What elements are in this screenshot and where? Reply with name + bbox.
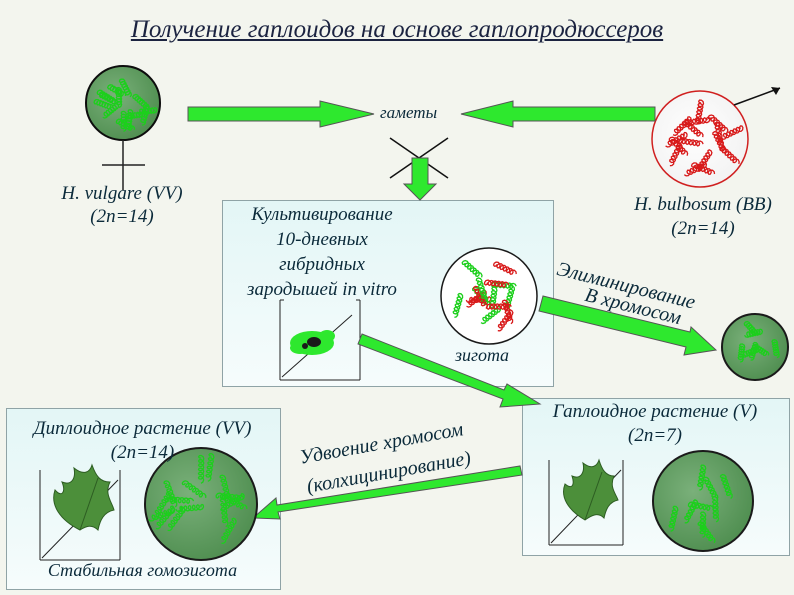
page-title: Получение гаплоидов на основе гаплопродю… xyxy=(130,16,664,43)
chromosome xyxy=(712,131,727,155)
chromosome xyxy=(737,343,746,363)
chromosome xyxy=(741,346,760,358)
cultivation-line-2: 10-дневных xyxy=(276,229,368,250)
chromosome xyxy=(720,125,744,140)
female-symbol-icon xyxy=(85,65,161,190)
haploid-small-cell xyxy=(721,313,789,381)
zygote-label: зиготa xyxy=(455,345,510,365)
chromosome xyxy=(719,146,740,165)
gamete-arrow-left xyxy=(187,100,375,128)
chromosome xyxy=(115,118,136,131)
cultivation-line-1: Культивирование xyxy=(251,204,393,225)
cultivation-line-4: зародышей in vitro xyxy=(247,279,397,300)
chromosome xyxy=(713,121,725,147)
chromosome xyxy=(744,328,764,338)
chromosome xyxy=(682,119,704,138)
chromosome xyxy=(93,98,114,110)
chromosome xyxy=(140,105,150,126)
chromosome xyxy=(672,116,692,137)
gamete-arrow-right xyxy=(460,100,656,128)
haploid-small-chromosomes xyxy=(737,320,780,363)
chromosome xyxy=(136,106,158,115)
chromosome xyxy=(665,131,688,148)
chromosome xyxy=(690,162,716,176)
chromosome xyxy=(748,341,759,361)
haploid-name: Гаплоидное растение (V) xyxy=(552,401,758,422)
diploid-chromosome-count: (2n=14) xyxy=(110,442,175,463)
chromosome xyxy=(96,89,116,103)
bulbosum-chromosome-count: (2n=14) xyxy=(671,218,735,239)
vulgare-chromosomes xyxy=(93,78,158,132)
vulgare-name: H. vulgare (VV) xyxy=(61,183,183,204)
chromosome xyxy=(743,320,759,336)
stable-homozygote-label: Стабильная гомозигота xyxy=(47,560,238,580)
chromosome xyxy=(115,86,123,109)
diploid-name: Диплоидное растение (VV) xyxy=(33,418,252,439)
male-symbol-icon xyxy=(651,87,781,188)
gametes-label: гаметы xyxy=(380,103,438,122)
bulbosum-chromosomes xyxy=(665,99,744,177)
chromosome xyxy=(669,142,683,167)
chromosome xyxy=(120,110,128,132)
chromosome xyxy=(751,343,770,357)
bulbosum-name: H. bulbosum (BB) xyxy=(634,194,772,215)
chromosome xyxy=(694,99,705,125)
chromosome xyxy=(118,78,132,98)
chromosome xyxy=(124,110,146,120)
chromosome xyxy=(125,109,134,131)
chromosome xyxy=(707,114,729,133)
chromosome xyxy=(683,161,708,177)
haploid-chromosome-count: (2n=7) xyxy=(628,425,682,446)
vulgare-chromosome-count: (2n=14) xyxy=(90,206,154,227)
chromosome xyxy=(678,137,704,147)
chromosome xyxy=(132,93,150,109)
chromosome xyxy=(697,149,713,172)
chromosome xyxy=(771,339,780,359)
chromosome xyxy=(685,116,711,126)
cultivation-line-3: гибридных xyxy=(279,254,365,275)
chromosome xyxy=(102,102,120,119)
down-arrow xyxy=(402,157,438,201)
cross-symbol-icon xyxy=(389,137,449,179)
chromosome xyxy=(106,84,127,97)
chromosome xyxy=(668,136,689,156)
chromosome xyxy=(98,92,119,105)
